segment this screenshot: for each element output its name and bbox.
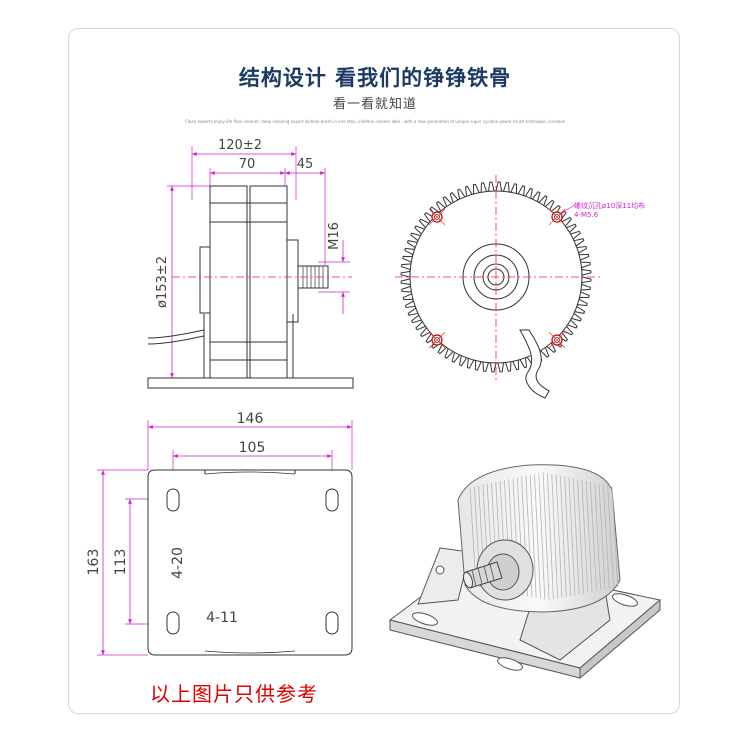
reference-only-note: 以上图片只供参考 [150, 682, 318, 706]
dim-hole-spacing-x: 105 [239, 440, 266, 456]
fin-line [547, 472, 554, 600]
dim-overall-length: 120±2 [218, 138, 262, 153]
fin-line [572, 478, 580, 595]
mounting-hole [428, 208, 446, 226]
dim-slot: 4-20 [170, 547, 186, 579]
fin-line [559, 475, 567, 597]
fin-line [568, 477, 576, 596]
hole-thread-note: 4-M5.6 [574, 211, 599, 219]
base-slot [325, 488, 339, 512]
fin-line [602, 484, 610, 589]
base-slot [325, 611, 339, 635]
fin-line [538, 472, 546, 600]
fin-line [577, 479, 584, 594]
fin-line [611, 486, 619, 588]
dim-hole-spacing-y: 113 [113, 549, 129, 576]
dim-plate-height: 163 [86, 549, 102, 576]
page-title: 结构设计 看我们的铮铮铁骨 [238, 65, 512, 90]
dim-hole: 4-11 [206, 610, 238, 626]
page-subtitle: 看一看就知道 [332, 97, 417, 112]
fin-line [598, 483, 606, 590]
fin-line [534, 473, 541, 599]
dim-thread: M16 [327, 222, 342, 250]
render-slot [497, 657, 523, 671]
base-slot [166, 611, 180, 635]
front-view [395, 175, 600, 399]
render-slot [612, 593, 638, 607]
mounting-hole [548, 208, 566, 226]
base-plate-view [97, 420, 353, 656]
dim-body-width: 70 [239, 157, 256, 172]
fin-line [581, 480, 589, 593]
fin-line [529, 474, 537, 598]
fin-line [551, 473, 559, 599]
fin-line [555, 474, 563, 598]
fin-line [585, 480, 593, 593]
fin-line [542, 471, 550, 601]
fin-line [564, 476, 571, 597]
render-slot [412, 612, 438, 626]
dim-plate-width: 146 [237, 411, 264, 427]
mounting-hole [428, 331, 446, 349]
cooling-fins [469, 471, 619, 601]
product-render [388, 464, 662, 680]
dim-shaft-length: 45 [297, 157, 314, 172]
fine-print: Clean experts enjoy life floor cleaner, … [184, 119, 566, 124]
side-view [147, 146, 354, 389]
fin-line [590, 481, 597, 592]
dim-diameter: ø153±2 [155, 256, 170, 308]
hole-spec-note: 螺纹沉孔ø10深11均布 [574, 201, 645, 210]
mounting-hole [548, 331, 566, 349]
base-slot [166, 488, 180, 512]
fin-line [594, 482, 602, 591]
fin-line [607, 485, 614, 589]
